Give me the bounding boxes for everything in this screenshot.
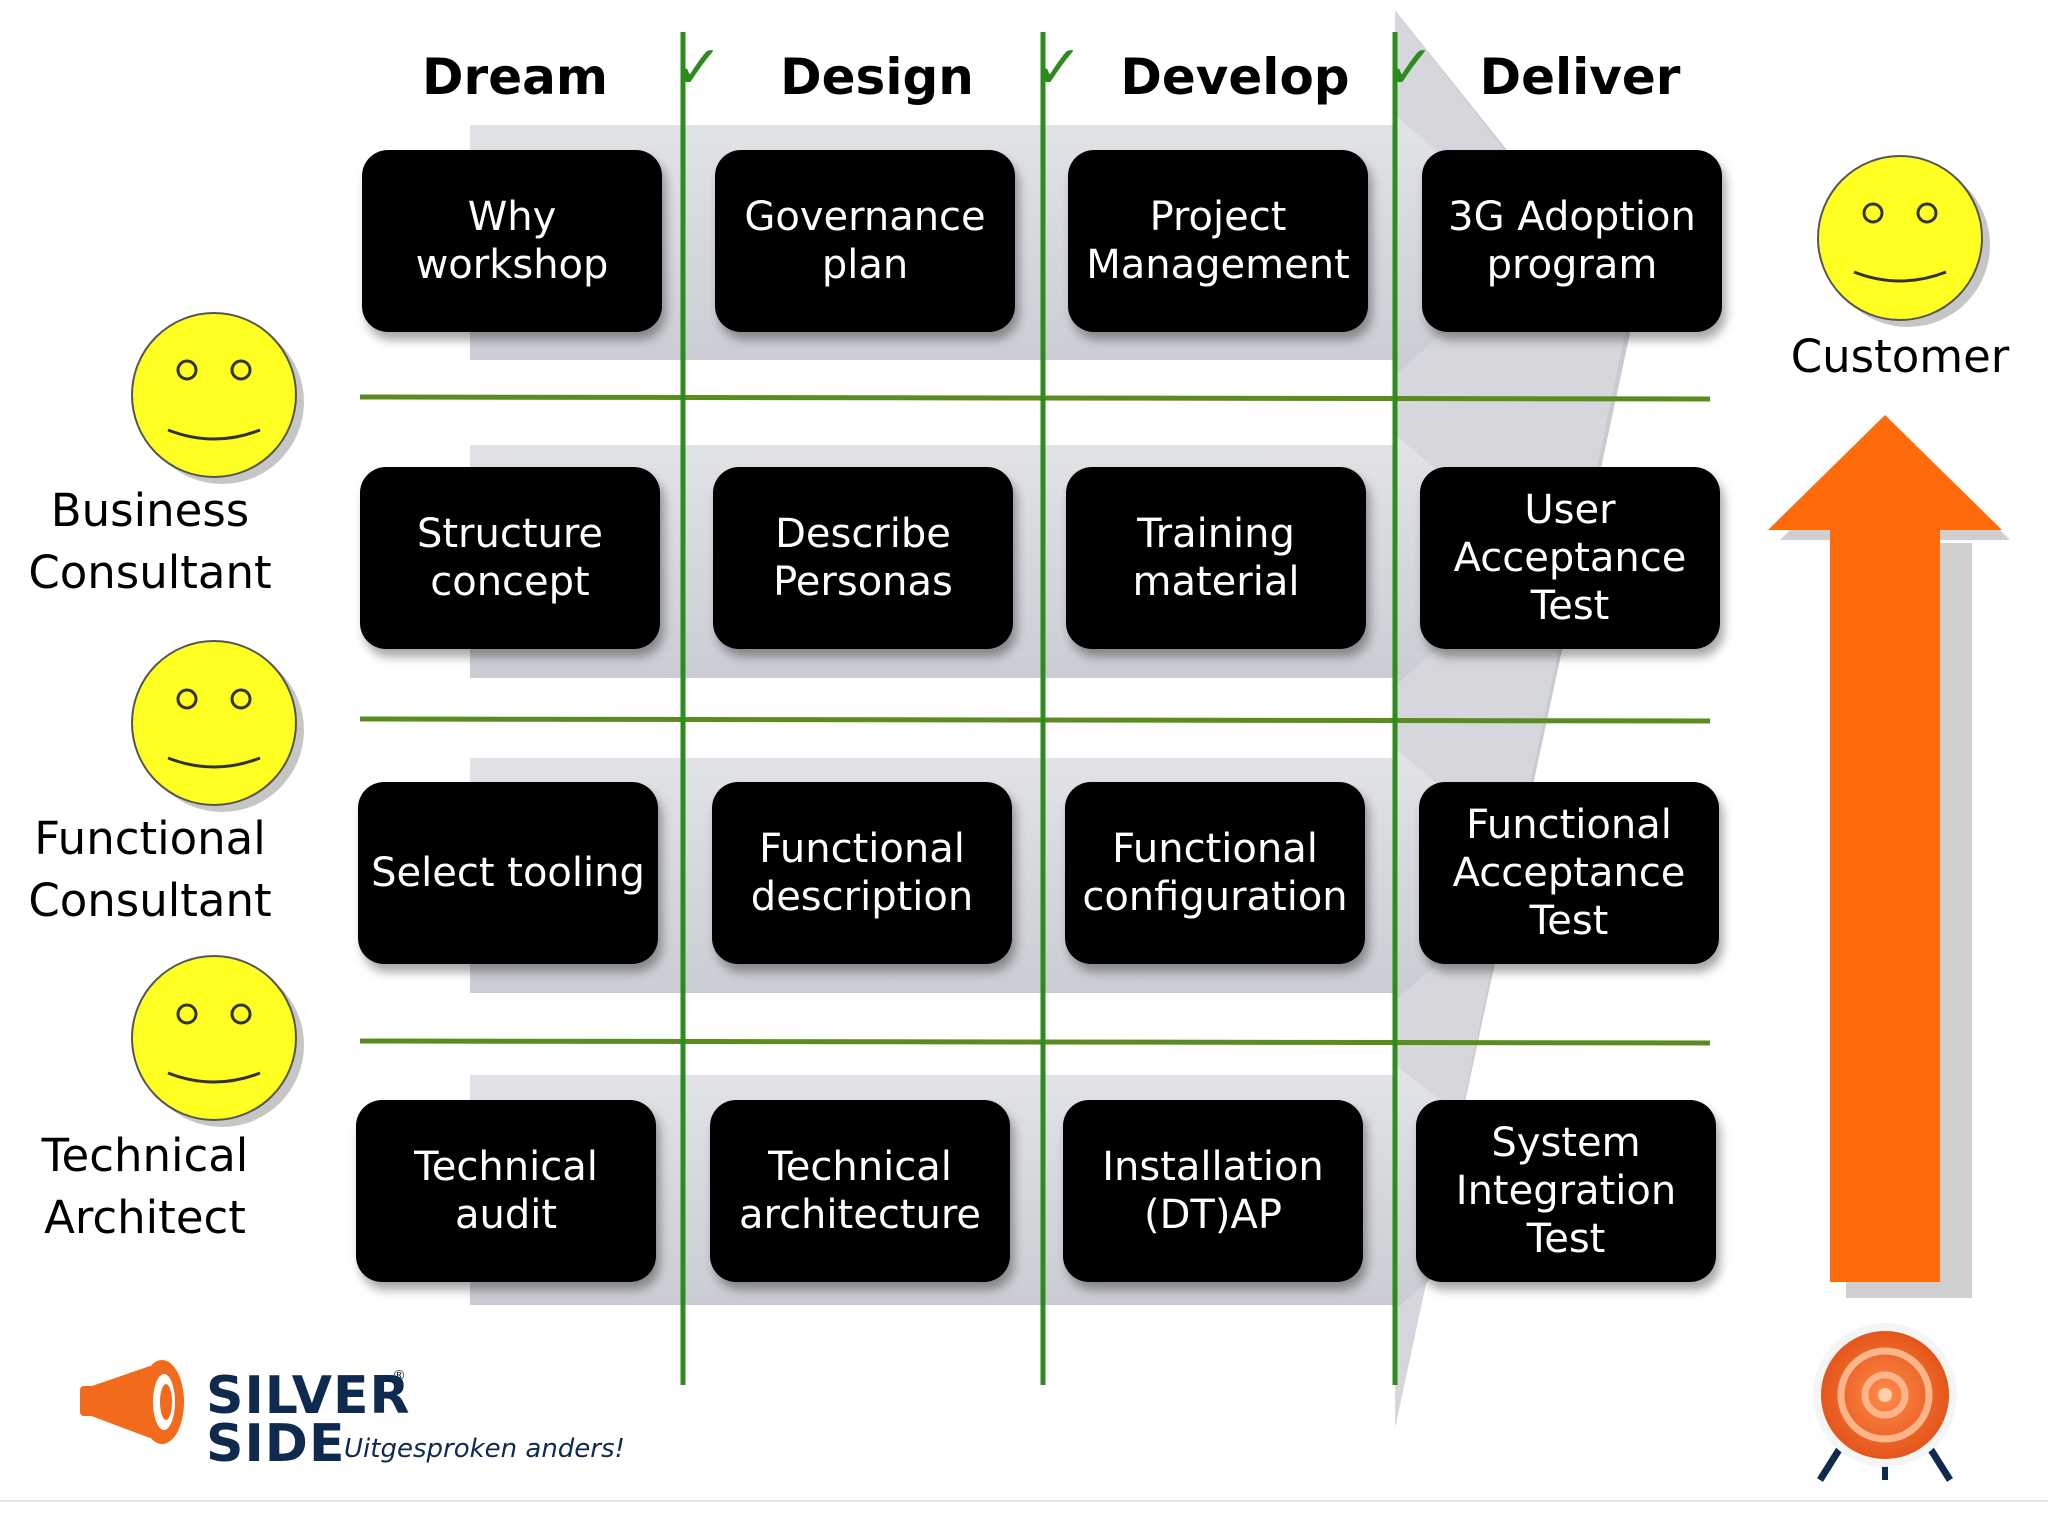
logo-line-2: SIDE (206, 1414, 346, 1474)
task-box: Technical audit (356, 1100, 656, 1282)
up-arrow-icon (1768, 415, 2010, 1298)
task-box: Functional Acceptance Test (1419, 782, 1719, 964)
task-box: Describe Personas (713, 467, 1013, 649)
role-label-technical-architect: Technical Architect (41, 1129, 249, 1244)
smiley-icon (131, 955, 304, 1127)
task-box: Functional configuration (1065, 782, 1365, 964)
phase-header-dream: Dream (422, 48, 608, 106)
task-box: User Acceptance Test (1420, 467, 1720, 649)
row-dividers (359, 394, 1711, 1046)
target-icon (1813, 1323, 1957, 1482)
task-box: Project Management (1068, 150, 1368, 332)
check-icon: ✓ (1033, 33, 1084, 103)
task-box: Training material (1066, 467, 1366, 649)
role-label-functional-consultant: Functional Consultant (28, 812, 272, 927)
logo-tagline: Uitgesproken anders! (344, 1434, 625, 1464)
bottom-divider (0, 1500, 2048, 1502)
megaphone-icon (80, 1360, 184, 1444)
check-icon: ✓ (1385, 33, 1436, 103)
task-box: Select tooling (358, 782, 658, 964)
logo-registered-mark: ® (392, 1368, 406, 1384)
smiley-icon (1817, 155, 1990, 327)
smiley-icon (131, 312, 304, 484)
smiley-icon (131, 640, 304, 812)
task-box: Governance plan (715, 150, 1015, 332)
logo-line-1: SILVER (206, 1366, 411, 1426)
task-box: Functional description (712, 782, 1012, 964)
phase-header-develop: Develop (1120, 48, 1350, 106)
task-box: Technical architecture (710, 1100, 1010, 1282)
task-box: Installation (DT)AP (1063, 1100, 1363, 1282)
check-icon: ✓ (673, 33, 724, 103)
task-box: System Integration Test (1416, 1100, 1716, 1282)
customer-label: Customer (1790, 330, 2010, 383)
phase-header-design: Design (780, 48, 974, 106)
phase-gate-lines (680, 32, 1398, 1385)
task-box: Structure concept (360, 467, 660, 649)
task-box: 3G Adoption program (1422, 150, 1722, 332)
role-label-business-consultant: Business Consultant (28, 484, 272, 599)
task-box: Why workshop (362, 150, 662, 332)
phase-header-deliver: Deliver (1479, 48, 1681, 106)
